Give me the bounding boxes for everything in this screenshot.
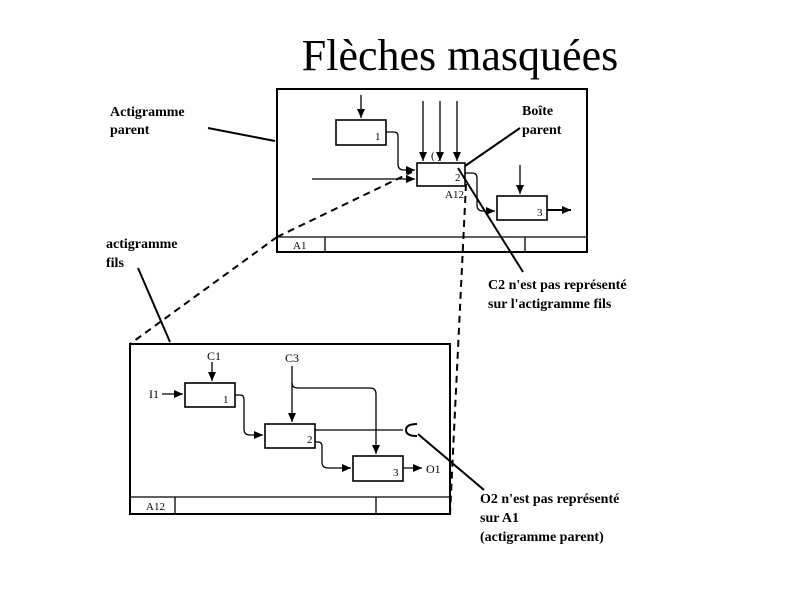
leader-actigramme-parent <box>207 127 276 142</box>
child-frame <box>129 343 451 515</box>
parent-box1-output-arrow <box>386 131 415 174</box>
leader-c2-note <box>457 167 524 273</box>
tunnel-mark: ( ) <box>431 150 441 162</box>
callout-o2-note: O2 n'est pas représenté sur A1 (actigram… <box>480 492 619 545</box>
callout-line: O2 n'est pas représenté <box>480 492 619 507</box>
child-o2-tunnel-mark <box>404 423 418 437</box>
child-box2-output-arrow <box>315 441 351 472</box>
callout-c2-note: C2 n'est pas représenté sur l'actigramme… <box>488 278 627 312</box>
callout-boite-parent: Boîte parent <box>522 104 562 138</box>
parent-box-2-ref: A12 <box>445 189 464 201</box>
parent-box-2 <box>416 162 466 187</box>
parent-node-label: A1 <box>293 240 306 252</box>
callout-leaders <box>137 127 524 491</box>
projection-line-left <box>129 236 278 345</box>
projection-lines <box>129 171 467 515</box>
callout-line: parent <box>110 123 150 138</box>
leader-actigramme-fils <box>137 267 171 343</box>
child-box-2-number: 2 <box>307 434 313 446</box>
parent-box-3-number: 3 <box>537 207 543 219</box>
page-title: Flèches masquées <box>302 31 618 80</box>
parent-box2-output-arrow <box>465 172 495 215</box>
child-c3-label: C3 <box>285 351 299 365</box>
child-box1-output-arrow <box>235 394 263 439</box>
parent-diagram: A1 1 2 A12 ( ) 3 <box>276 88 588 253</box>
callout-actigramme-parent: Actigramme parent <box>110 105 185 138</box>
callout-line: (actigramme parent) <box>480 530 604 545</box>
child-box-1-number: 1 <box>223 394 229 406</box>
child-c1-label: C1 <box>207 349 221 363</box>
parent-box-3 <box>496 195 548 221</box>
child-box-3-number: 3 <box>393 467 399 479</box>
parent-box-2-number: 2 <box>455 172 461 184</box>
callout-line: Actigramme <box>110 105 185 120</box>
callout-line: fils <box>106 256 124 271</box>
callout-line: Boîte <box>522 104 553 119</box>
projection-line-left-top <box>276 171 413 238</box>
parent-box-1-number: 1 <box>375 131 381 143</box>
leader-boite-parent <box>464 127 521 167</box>
child-c3-arrow-to-box3 <box>291 382 380 454</box>
child-o1-label: O1 <box>426 462 441 476</box>
child-box-2 <box>264 423 316 449</box>
child-node-label: A12 <box>146 501 165 513</box>
callout-line: sur A1 <box>480 511 519 526</box>
callout-line: sur l'actigramme fils <box>488 297 612 312</box>
callout-line: actigramme <box>106 237 178 252</box>
callout-line: C2 n'est pas représenté <box>488 278 627 293</box>
leader-o2-note <box>417 433 485 491</box>
callout-actigramme-fils: actigramme fils <box>106 237 178 271</box>
child-i1-label: I1 <box>149 387 159 401</box>
child-diagram: A12 1 C1 I1 2 C3 3 O1 <box>129 343 451 515</box>
callout-line: parent <box>522 123 562 138</box>
